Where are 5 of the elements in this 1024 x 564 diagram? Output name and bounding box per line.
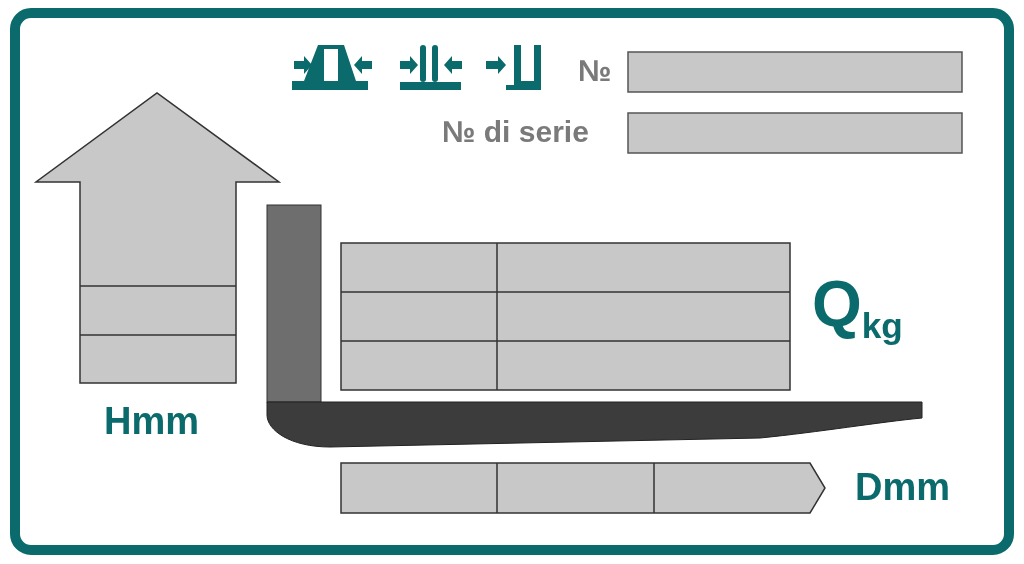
serial-number-label: № di serie (442, 117, 589, 147)
capacity-label: Q$_{kg}$ (812, 272, 903, 344)
number-label: № (578, 56, 612, 86)
depth-label: Dmm (855, 468, 951, 506)
height-label: Hmm (104, 402, 200, 440)
